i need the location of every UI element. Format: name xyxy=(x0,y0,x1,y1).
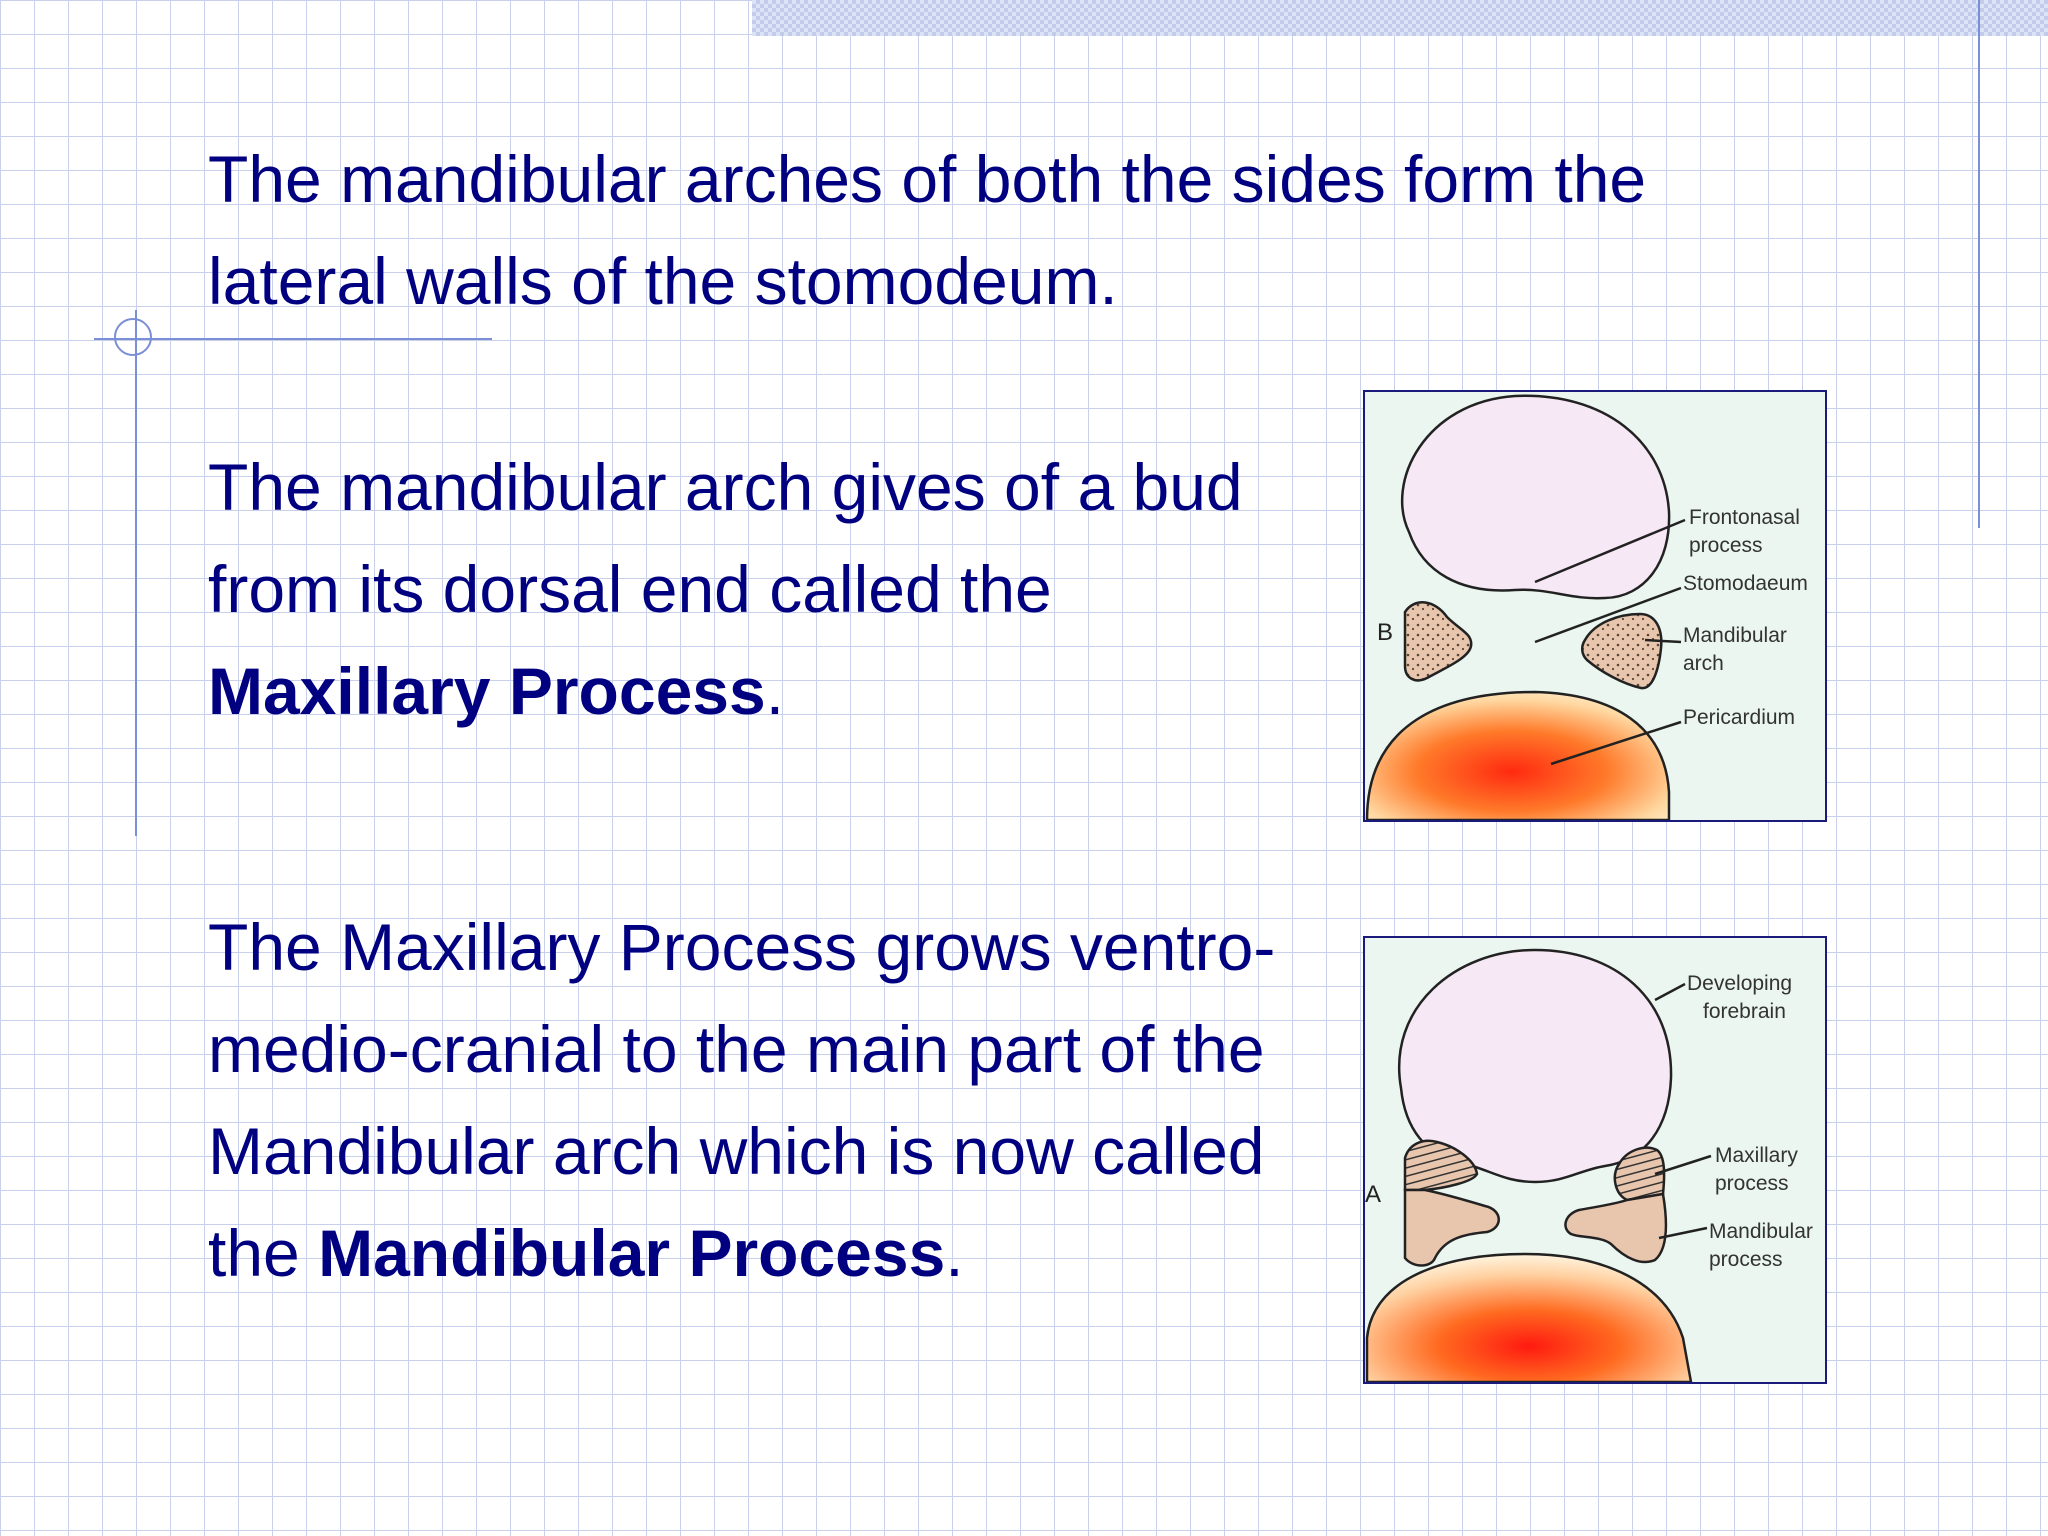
embryo-diagram-a-svg: A Developing forebrain Maxillary process… xyxy=(1365,948,1813,1382)
label-forebrain-line2: forebrain xyxy=(1703,1000,1786,1023)
label-mandibular-line1: Mandibular xyxy=(1709,1220,1813,1243)
mandibular-arch-left-shape xyxy=(1403,601,1473,682)
paragraph-text: The mandibular arches of both the sides … xyxy=(208,142,1647,318)
paragraph-lateral-walls: The mandibular arches of both the sides … xyxy=(208,128,1658,332)
top-pattern-band xyxy=(752,0,2048,36)
label-pericardium: Pericardium xyxy=(1683,706,1795,729)
embryo-diagram-b: B Frontonasal process Stomodaeum Mandibu… xyxy=(1363,390,1827,822)
right-vertical-rule xyxy=(1978,0,1980,528)
horizontal-rule xyxy=(94,338,492,340)
paragraph-maxillary-growth: The Maxillary Process grows ventro-medio… xyxy=(208,896,1308,1304)
frontonasal-process-shape xyxy=(1400,394,1671,600)
paragraph-text: The mandibular arch gives of a bud from … xyxy=(208,450,1243,626)
label-frontonasal-line2: process xyxy=(1689,534,1763,557)
label-stomodaeum: Stomodaeum xyxy=(1683,572,1808,595)
label-maxillary-line2: process xyxy=(1715,1172,1789,1195)
maxillary-process-left-shape xyxy=(1403,1139,1479,1192)
term-maxillary-process: Maxillary Process xyxy=(208,654,766,728)
figure-a-letter: A xyxy=(1365,1181,1381,1208)
mandibular-process-right-shape xyxy=(1564,1192,1668,1264)
left-vertical-rule xyxy=(135,310,137,836)
label-mandibular-line2: arch xyxy=(1683,652,1724,675)
maxillary-process-right-shape xyxy=(1613,1146,1666,1202)
paragraph-punctuation: . xyxy=(945,1216,964,1290)
mandibular-arch-right-shape xyxy=(1581,612,1663,690)
label-frontonasal-line1: Frontonasal xyxy=(1689,506,1800,529)
term-mandibular-process: Mandibular Process xyxy=(318,1216,946,1290)
embryo-diagram-b-svg: B Frontonasal process Stomodaeum Mandibu… xyxy=(1365,394,1808,820)
label-forebrain-line1: Developing xyxy=(1687,972,1792,995)
paragraph-maxillary-bud: The mandibular arch gives of a bud from … xyxy=(208,436,1308,742)
heart-shape xyxy=(1365,1252,1693,1382)
paragraph-punctuation: . xyxy=(765,654,785,728)
mandibular-process-left-shape xyxy=(1403,1188,1500,1267)
paragraph-text: The Maxillary Process grows ventro-medio… xyxy=(208,910,1276,1290)
corner-circle-ornament xyxy=(114,318,152,356)
label-mandibular-line1: Mandibular xyxy=(1683,624,1787,647)
label-maxillary-line1: Maxillary xyxy=(1715,1144,1798,1167)
label-mandibular-line2: process xyxy=(1709,1248,1783,1271)
embryo-diagram-a: A Developing forebrain Maxillary process… xyxy=(1363,936,1827,1384)
figure-b-letter: B xyxy=(1377,619,1393,646)
pericardium-shape xyxy=(1365,690,1671,820)
